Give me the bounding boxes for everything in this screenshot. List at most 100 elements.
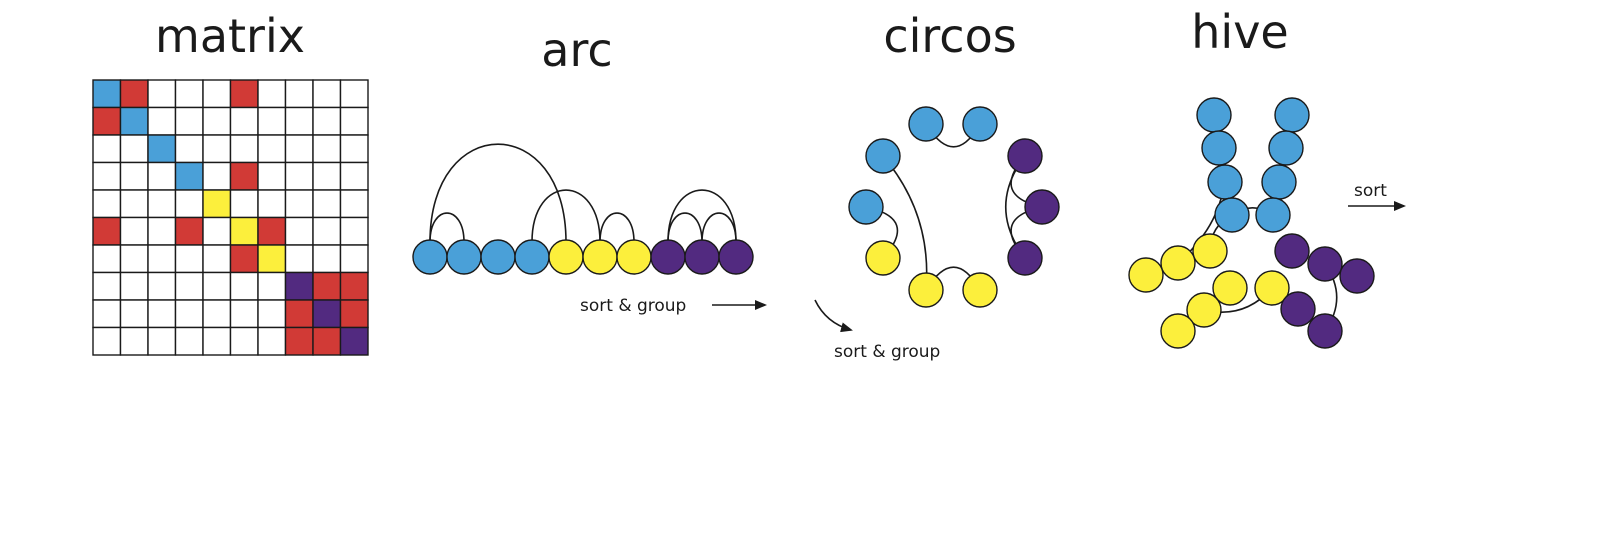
matrix-cell bbox=[202, 106, 232, 136]
matrix-cell bbox=[92, 189, 122, 219]
node-blue bbox=[412, 239, 448, 275]
matrix-cell bbox=[119, 326, 149, 356]
matrix-title: matrix bbox=[155, 9, 305, 63]
matrix-cell bbox=[339, 189, 369, 219]
matrix-cell bbox=[257, 79, 287, 109]
matrix-cell bbox=[202, 326, 232, 356]
matrix-cell bbox=[147, 134, 177, 164]
matrix-cell bbox=[147, 271, 177, 301]
matrix-cell bbox=[312, 134, 342, 164]
node-purple bbox=[1274, 233, 1310, 269]
matrix-cell bbox=[202, 216, 232, 246]
node-yellow bbox=[1254, 270, 1290, 306]
matrix-cell bbox=[339, 271, 369, 301]
matrix-cell bbox=[257, 134, 287, 164]
matrix-cell bbox=[174, 244, 204, 274]
link-edge bbox=[599, 212, 635, 243]
matrix-cell bbox=[92, 299, 122, 329]
matrix-cell bbox=[202, 161, 232, 191]
matrix-cell bbox=[284, 189, 314, 219]
node-purple bbox=[1007, 138, 1043, 174]
arc-caption: sort & group bbox=[580, 296, 686, 316]
matrix-cell bbox=[147, 244, 177, 274]
matrix-cell bbox=[229, 189, 259, 219]
matrix-cell bbox=[339, 106, 369, 136]
matrix-cell bbox=[147, 161, 177, 191]
link-edge bbox=[667, 189, 737, 243]
matrix-cell bbox=[119, 79, 149, 109]
node-blue bbox=[865, 138, 901, 174]
matrix-cell bbox=[92, 106, 122, 136]
node-yellow bbox=[1186, 292, 1222, 328]
node-purple bbox=[1339, 258, 1375, 294]
node-purple bbox=[1280, 291, 1316, 327]
node-yellow bbox=[1128, 257, 1164, 293]
matrix-cell bbox=[257, 189, 287, 219]
matrix-cell bbox=[147, 216, 177, 246]
matrix-cell bbox=[202, 134, 232, 164]
matrix-cell bbox=[339, 216, 369, 246]
matrix-cell bbox=[257, 271, 287, 301]
matrix-cell bbox=[312, 106, 342, 136]
matrix-cell bbox=[147, 189, 177, 219]
matrix-cell bbox=[284, 161, 314, 191]
node-purple bbox=[1307, 246, 1343, 282]
matrix-cell bbox=[119, 106, 149, 136]
circos-title: circos bbox=[883, 9, 1016, 63]
node-yellow bbox=[865, 240, 901, 276]
matrix-cell bbox=[174, 271, 204, 301]
node-blue bbox=[1196, 97, 1232, 133]
matrix-cell bbox=[119, 134, 149, 164]
matrix-cell bbox=[92, 79, 122, 109]
matrix-panel bbox=[92, 79, 369, 356]
node-blue bbox=[480, 239, 516, 275]
matrix-cell bbox=[147, 106, 177, 136]
matrix-cell bbox=[174, 299, 204, 329]
matrix-cell bbox=[174, 134, 204, 164]
matrix-cell bbox=[257, 161, 287, 191]
matrix-cell bbox=[312, 161, 342, 191]
matrix-cell bbox=[284, 299, 314, 329]
matrix-cell bbox=[202, 189, 232, 219]
matrix-cell bbox=[339, 79, 369, 109]
matrix-cell bbox=[339, 134, 369, 164]
matrix-cell bbox=[257, 216, 287, 246]
node-blue bbox=[1207, 164, 1243, 200]
link-edge bbox=[531, 189, 601, 243]
node-yellow bbox=[1160, 245, 1196, 281]
matrix-cell bbox=[119, 216, 149, 246]
matrix-cell bbox=[339, 326, 369, 356]
matrix-cell bbox=[312, 299, 342, 329]
node-blue bbox=[848, 189, 884, 225]
node-yellow bbox=[548, 239, 584, 275]
matrix-cell bbox=[147, 299, 177, 329]
node-yellow bbox=[1192, 233, 1228, 269]
node-blue bbox=[1261, 164, 1297, 200]
matrix-cell bbox=[174, 161, 204, 191]
matrix-cell bbox=[92, 326, 122, 356]
matrix-cell bbox=[284, 244, 314, 274]
matrix-cell bbox=[284, 271, 314, 301]
matrix-cell bbox=[229, 326, 259, 356]
link-edge bbox=[701, 212, 737, 243]
matrix-cell bbox=[284, 79, 314, 109]
matrix-cell bbox=[92, 161, 122, 191]
matrix-cell bbox=[119, 189, 149, 219]
link-edge bbox=[429, 212, 465, 243]
node-yellow bbox=[616, 239, 652, 275]
hive-title: hive bbox=[1191, 5, 1288, 59]
matrix-cell bbox=[92, 244, 122, 274]
matrix-cell bbox=[147, 326, 177, 356]
matrix-cell bbox=[174, 216, 204, 246]
matrix-cell bbox=[284, 216, 314, 246]
node-purple bbox=[718, 239, 754, 275]
matrix-cell bbox=[119, 161, 149, 191]
hive-caption: sort bbox=[1354, 181, 1387, 201]
node-blue bbox=[1255, 197, 1291, 233]
node-yellow bbox=[1160, 313, 1196, 349]
matrix-cell bbox=[174, 326, 204, 356]
node-purple bbox=[1007, 240, 1043, 276]
matrix-cell bbox=[257, 326, 287, 356]
matrix-cell bbox=[119, 271, 149, 301]
